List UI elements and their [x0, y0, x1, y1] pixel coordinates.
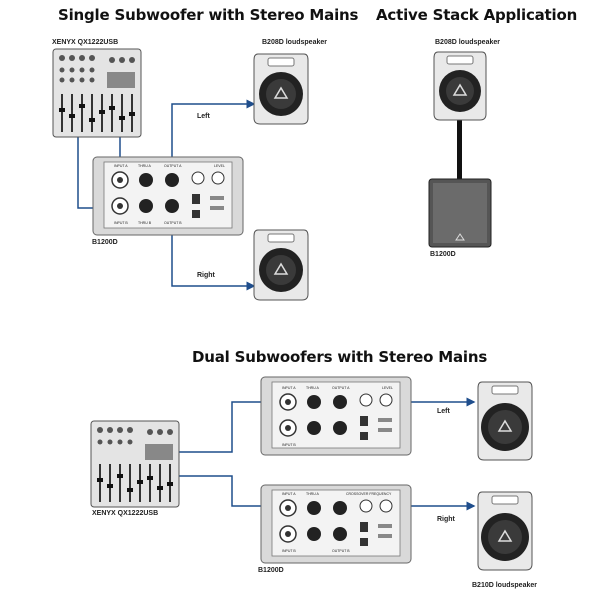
- wire-sub-to-left: [171, 99, 256, 172]
- stack-pole: [457, 118, 462, 180]
- label-mixer-top: XENYX QX1222USB: [52, 39, 119, 46]
- sub-b2-xover-text: CROSSOVER FREQUENCY: [346, 492, 392, 496]
- label-speaker-active: B208D loudspeaker: [435, 39, 500, 46]
- label-right-top: Right: [197, 272, 215, 279]
- label-left-top: Left: [197, 113, 210, 120]
- sub-panel-bottom-1: INPUT A INPUT B THRU A OUTPUT A LEVEL: [260, 376, 412, 456]
- sub-top-output-a-text: OUTPUT A: [164, 164, 182, 168]
- title-active-stack: Active Stack Application: [376, 6, 578, 24]
- label-speaker-bottom: B210D loudspeaker: [472, 582, 537, 589]
- title-single-sub: Single Subwoofer with Stereo Mains: [58, 6, 359, 24]
- sub-b1-input-a-text: INPUT A: [282, 386, 296, 390]
- sub-b1-output-a-text: OUTPUT A: [332, 386, 350, 390]
- label-right-bottom: Right: [437, 516, 455, 523]
- title-dual-subs: Dual Subwoofers with Stereo Mains: [192, 348, 488, 366]
- sub-b2-output-b-text: OUTPUT B: [332, 549, 350, 553]
- speaker-top-right: [253, 229, 309, 301]
- speaker-top-left: [253, 53, 309, 125]
- label-sub-active: B1200D: [430, 251, 456, 258]
- sub-top-input-b-text: INPUT B: [114, 221, 128, 225]
- label-sub-top: B1200D: [92, 239, 118, 246]
- sub-b1-input-b-text: INPUT B: [282, 443, 296, 447]
- sub-panel-bottom-2: INPUT A INPUT B THRU A OUTPUT B CROSSOVE…: [260, 484, 412, 564]
- wire-mixer-to-sub2: [178, 475, 282, 511]
- sub-b1-level-text: LEVEL: [382, 386, 393, 390]
- sub-b2-thru-a-text: THRU A: [306, 492, 320, 496]
- sub-panel-top: INPUT A INPUT B THRU A THRU B OUTPUT A O…: [92, 156, 244, 236]
- sub-top-thru-a-text: THRU A: [138, 164, 152, 168]
- sub-top-thru-b-text: THRU B: [138, 221, 152, 225]
- speaker-bottom-left: [477, 381, 533, 461]
- speaker-active: [433, 51, 487, 121]
- sub-top-output-b-text: OUTPUT B: [164, 221, 182, 225]
- sub-b2-input-b-text: INPUT B: [282, 549, 296, 553]
- label-speaker-top-left: B208D loudspeaker: [262, 39, 327, 46]
- label-mixer-bottom: XENYX QX1222USB: [92, 510, 159, 517]
- sub-b1-thru-a-text: THRU A: [306, 386, 320, 390]
- label-sub-bottom: B1200D: [258, 567, 284, 574]
- sub-top-input-a-text: INPUT A: [114, 164, 128, 168]
- wire-mixer-to-sub1: [178, 397, 282, 453]
- label-left-bottom: Left: [437, 408, 450, 415]
- mixer-top: [52, 48, 142, 138]
- mixer-bottom: [90, 420, 180, 508]
- sub-top-level-text: LEVEL: [214, 164, 225, 168]
- sub-active: [428, 178, 492, 248]
- sub-b2-input-a-text: INPUT A: [282, 492, 296, 496]
- speaker-bottom-right: [477, 491, 533, 571]
